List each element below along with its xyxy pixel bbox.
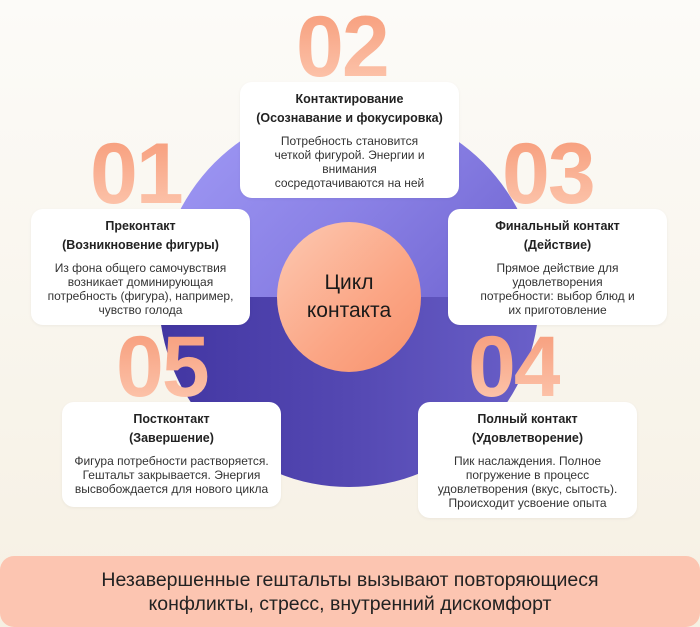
stage-subtitle: (Возникновение фигуры) [62, 238, 219, 252]
stage-card-03: Финальный контакт (Действие) Прямое дейс… [448, 209, 667, 325]
stage-description: Потребность становится четкой фигурой. Э… [274, 134, 425, 190]
banner-line-2: конфликты, стресс, внутренний дискомфорт [148, 592, 552, 615]
stage-number-02: 02 [296, 0, 390, 95]
stage-title: Полный контакт [477, 412, 578, 426]
stage-card-04: Полный контакт (Удовлетворение) Пик насл… [418, 402, 637, 518]
center-line-1: Цикл [324, 271, 374, 294]
stage-subtitle: (Удовлетворение) [471, 431, 584, 445]
stage-number-04: 04 [468, 319, 562, 415]
stage-description: Прямое действие для удовлетворения потре… [480, 261, 635, 317]
stage-card-01: Преконтакт (Возникновение фигуры) Из фон… [31, 209, 250, 325]
cycle-center: Цикл контакта [277, 222, 421, 372]
stage-title: Финальный контакт [495, 219, 620, 233]
stage-subtitle: (Осознавание и фокусировка) [256, 111, 443, 125]
stage-card-02: Контактирование (Осознавание и фокусиров… [240, 82, 459, 198]
stage-number-01: 01 [90, 126, 184, 222]
stage-subtitle: (Завершение) [129, 431, 214, 445]
stage-card-05: Постконтакт (Завершение) Фигура потребно… [62, 402, 281, 507]
stage-description: Фигура потребности растворяется. Гешталь… [74, 454, 269, 496]
stage-description: Из фона общего самочувствия возникает до… [47, 261, 234, 317]
stage-title: Контактирование [295, 92, 404, 106]
stage-title: Преконтакт [105, 219, 176, 233]
stage-title: Постконтакт [133, 412, 210, 426]
stage-number-03: 03 [502, 126, 596, 222]
stage-subtitle: (Действие) [523, 238, 592, 252]
conclusion-banner: Незавершенные гештальты вызывают повторя… [0, 556, 700, 627]
stage-number-05: 05 [116, 319, 210, 415]
center-line-2: контакта [306, 299, 392, 322]
stage-description: Пик наслаждения. Полное погружение в про… [437, 454, 618, 510]
banner-line-1: Незавершенные гештальты вызывают повторя… [101, 568, 599, 591]
